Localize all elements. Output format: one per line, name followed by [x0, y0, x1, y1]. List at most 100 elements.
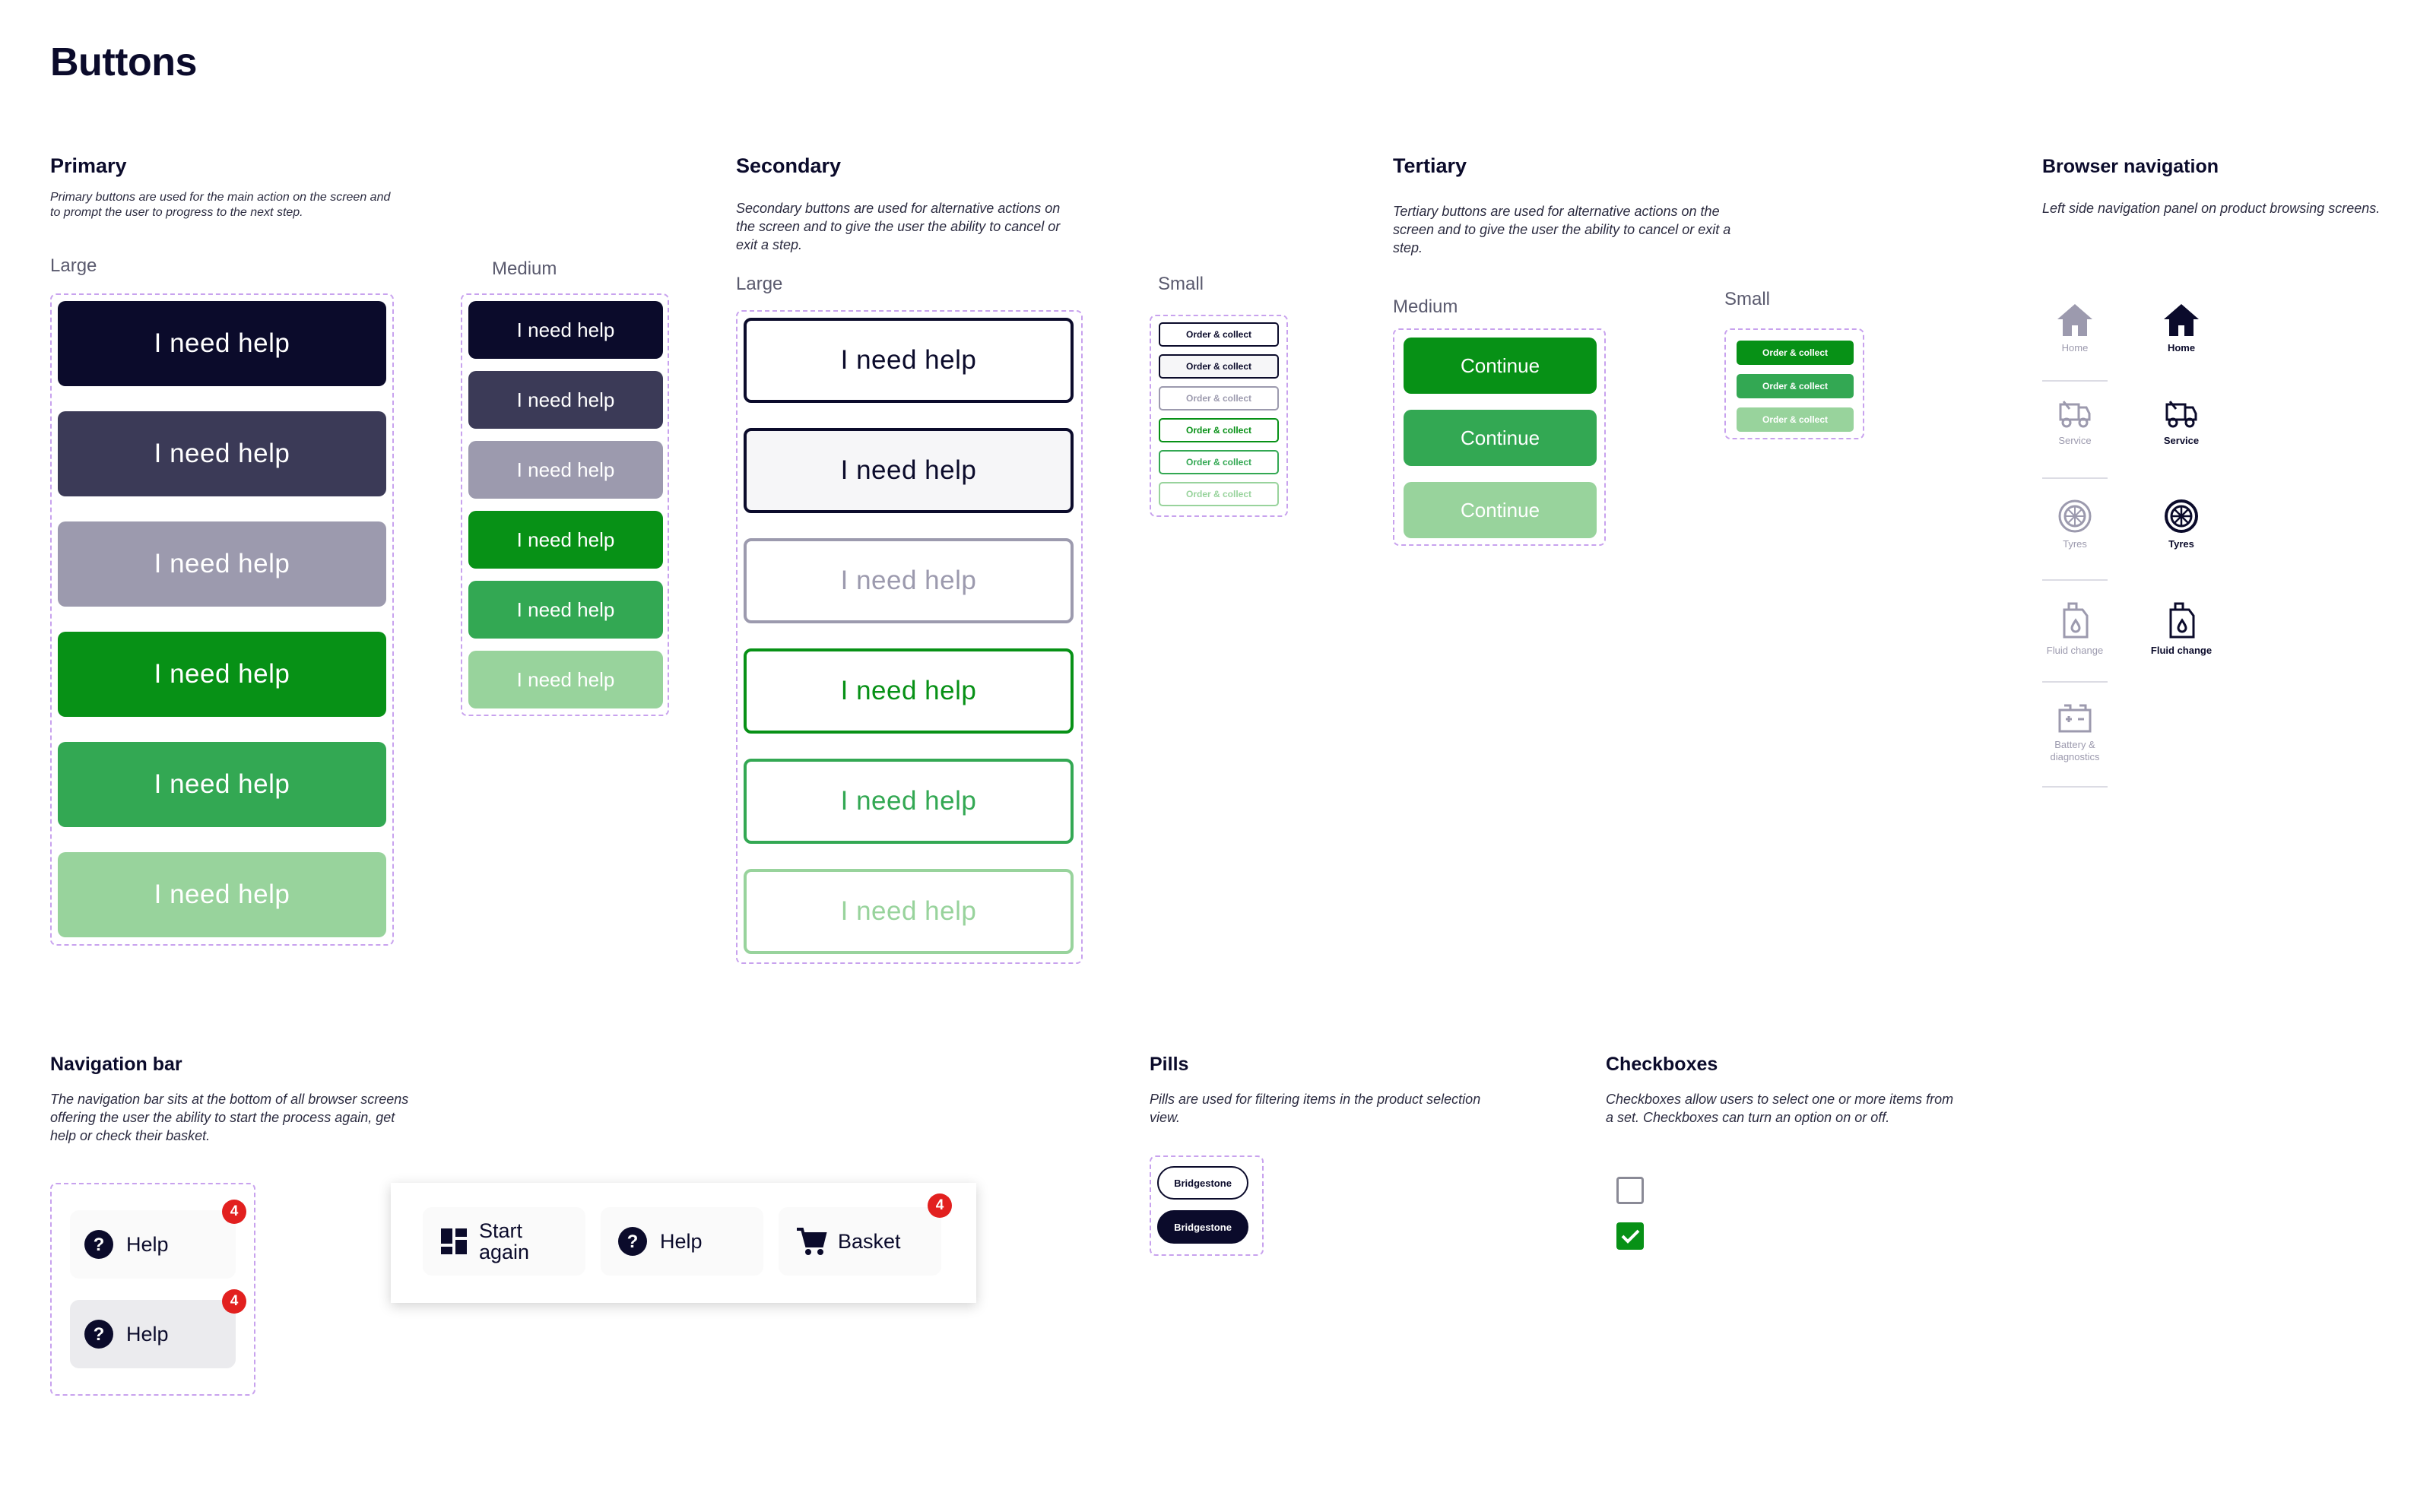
basket-count-badge: 4 — [928, 1193, 952, 1218]
secondary-large-green-disabled-button[interactable]: I need help — [744, 869, 1074, 954]
nav-tyres-inactive[interactable]: Tyres — [2042, 499, 2108, 550]
help-label: Help — [126, 1322, 169, 1346]
svg-text:?: ? — [94, 1324, 105, 1345]
primary-medium-hover-button[interactable]: I need help — [468, 371, 663, 429]
primary-medium-green-disabled-button[interactable]: I need help — [468, 651, 663, 708]
pills-group — [1150, 1155, 1264, 1256]
pills-description: Pills are used for filtering items in th… — [1150, 1092, 1481, 1125]
tertiary-medium-label: Medium — [1393, 296, 1458, 317]
secondary-large-disabled-button[interactable]: I need help — [744, 538, 1074, 623]
secondary-large-group: I need help I need help I need help I ne… — [736, 310, 1083, 964]
help-button-pressed[interactable]: ? Help — [70, 1300, 236, 1368]
secondary-large-green-button[interactable]: I need help — [744, 648, 1074, 734]
cart-icon — [797, 1228, 827, 1255]
nav-battery-label: Battery & diagnostics — [2050, 739, 2100, 762]
start-again-button[interactable]: Start again — [423, 1207, 585, 1276]
secondary-small-hover-button[interactable]: Order & collect — [1159, 354, 1279, 379]
nav-service-label: Service — [2058, 435, 2092, 446]
primary-medium-green-button[interactable]: I need help — [468, 511, 663, 569]
page-title: Buttons — [50, 40, 197, 84]
primary-medium-default-button[interactable]: I need help — [468, 301, 663, 359]
primary-title: Primary — [50, 154, 127, 177]
notification-badge: 4 — [222, 1289, 246, 1314]
nav-divider — [2042, 786, 2108, 788]
tyre-icon — [2165, 499, 2198, 533]
browser-nav-title: Browser navigation — [2042, 156, 2219, 177]
navigation-bar-description: The navigation bar sits at the bottom of… — [50, 1092, 409, 1143]
primary-large-green-disabled-button[interactable]: I need help — [58, 852, 386, 937]
tertiary-small-hover-button[interactable]: Order & collect — [1737, 374, 1854, 398]
navigation-bar-help-group: ? Help 4 ? Help 4 — [50, 1183, 255, 1396]
secondary-small-default-button[interactable]: Order & collect — [1159, 322, 1279, 347]
checkbox-unchecked[interactable] — [1616, 1177, 1644, 1204]
nav-tyres-label: Tyres — [2063, 538, 2087, 550]
tertiary-medium-hover-button[interactable]: Continue — [1404, 410, 1597, 466]
nav-battery-inactive[interactable]: Battery & diagnostics — [2042, 702, 2108, 763]
tertiary-medium-disabled-button[interactable]: Continue — [1404, 482, 1597, 538]
nav-divider — [2042, 380, 2108, 382]
help-button-default[interactable]: ? Help — [70, 1210, 236, 1279]
fluid-icon — [2063, 602, 2089, 639]
checkmark-icon — [1621, 1229, 1640, 1244]
checkboxes-description: Checkboxes allow users to select one or … — [1606, 1092, 1954, 1125]
home-icon — [2164, 304, 2199, 336]
notification-badge: 4 — [222, 1200, 246, 1224]
help-button[interactable]: ? Help — [601, 1207, 763, 1276]
battery-icon — [2058, 704, 2092, 733]
primary-large-group: I need help I need help I need help I ne… — [50, 293, 394, 946]
svg-text:?: ? — [627, 1231, 639, 1252]
primary-medium-label: Medium — [492, 258, 557, 279]
checkbox-checked[interactable] — [1616, 1222, 1644, 1250]
pills-title: Pills — [1150, 1054, 1189, 1075]
primary-medium-green-hover-button[interactable]: I need help — [468, 581, 663, 639]
home-icon — [2057, 304, 2092, 336]
tertiary-small-disabled-button[interactable]: Order & collect — [1737, 407, 1854, 432]
secondary-small-green-button[interactable]: Order & collect — [1159, 418, 1279, 442]
nav-service-active[interactable]: Service — [2149, 397, 2214, 447]
tertiary-medium-default-button[interactable]: Continue — [1404, 338, 1597, 394]
nav-home-inactive[interactable]: Home — [2042, 303, 2108, 354]
secondary-title: Secondary — [736, 154, 842, 177]
primary-large-green-hover-button[interactable]: I need help — [58, 742, 386, 827]
tertiary-small-default-button[interactable]: Order & collect — [1737, 341, 1854, 365]
secondary-large-default-button[interactable]: I need help — [744, 318, 1074, 403]
service-icon — [2165, 401, 2197, 428]
primary-large-default-button[interactable]: I need help — [58, 301, 386, 386]
browser-nav-description: Left side navigation panel on product br… — [2042, 201, 2381, 216]
nav-home-label: Home — [2061, 342, 2089, 353]
secondary-large-hover-button[interactable]: I need help — [744, 428, 1074, 513]
nav-service-inactive[interactable]: Service — [2042, 397, 2108, 447]
nav-divider — [2042, 477, 2108, 479]
primary-description: Primary buttons are used for the main ac… — [50, 191, 391, 219]
dashboard-icon — [441, 1228, 467, 1254]
secondary-small-green-hover-button[interactable]: Order & collect — [1159, 450, 1279, 474]
nav-tyres-active[interactable]: Tyres — [2149, 499, 2214, 550]
secondary-small-disabled-button[interactable]: Order & collect — [1159, 386, 1279, 410]
navigation-bar-title: Navigation bar — [50, 1054, 182, 1075]
primary-large-green-button[interactable]: I need help — [58, 632, 386, 717]
tertiary-small-group: Order & collect Order & collect Order & … — [1724, 328, 1864, 439]
secondary-small-green-disabled-button[interactable]: Order & collect — [1159, 482, 1279, 506]
primary-large-disabled-button[interactable]: I need help — [58, 521, 386, 607]
tyre-icon — [2058, 499, 2092, 533]
secondary-small-label: Small — [1158, 274, 1204, 294]
nav-home-active[interactable]: Home — [2149, 303, 2214, 354]
nav-fluid-label: Fluid change — [2150, 645, 2213, 656]
filter-pill-selected[interactable]: Bridgestone — [1157, 1210, 1248, 1244]
primary-medium-disabled-button[interactable]: I need help — [468, 441, 663, 499]
basket-button[interactable]: Basket — [779, 1207, 941, 1276]
primary-large-hover-button[interactable]: I need help — [58, 411, 386, 496]
secondary-large-green-hover-button[interactable]: I need help — [744, 759, 1074, 844]
nav-home-label: Home — [2167, 342, 2196, 353]
nav-fluid-active[interactable]: Fluid change — [2149, 601, 2214, 657]
nav-fluid-inactive[interactable]: Fluid change — [2042, 601, 2108, 657]
filter-pill-unselected[interactable]: Bridgestone — [1157, 1166, 1248, 1200]
help-label: Help — [126, 1232, 169, 1256]
fluid-icon — [2169, 602, 2195, 639]
tertiary-title: Tertiary — [1393, 154, 1467, 177]
tertiary-medium-group: Continue Continue Continue — [1393, 328, 1606, 546]
checkboxes-title: Checkboxes — [1606, 1054, 1718, 1075]
nav-service-label: Service — [2163, 435, 2200, 446]
tertiary-small-label: Small — [1724, 289, 1771, 309]
primary-medium-group: I need help I need help I need help I ne… — [461, 293, 669, 716]
